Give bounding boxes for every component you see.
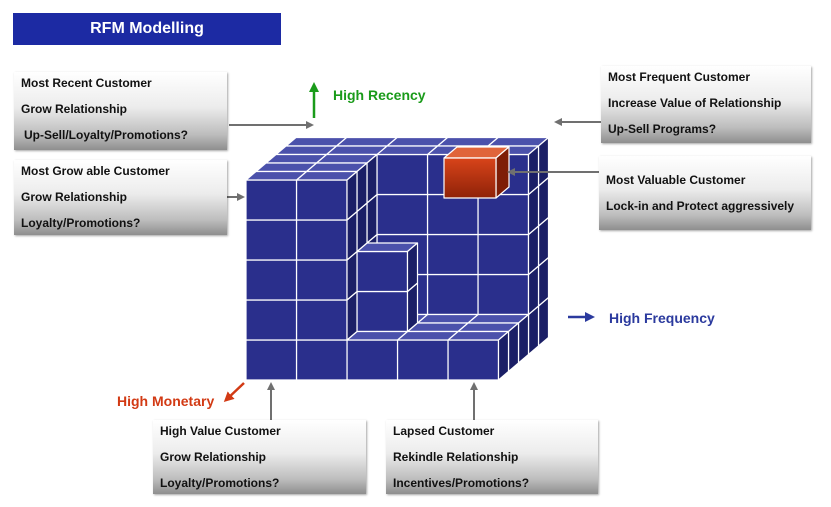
- cube-front-face: [356, 290, 409, 333]
- cube-front-face: [477, 193, 530, 236]
- cube-front-face: [295, 299, 348, 341]
- high-value-customer-box: High Value Customer Grow Relationship Lo…: [153, 420, 366, 494]
- cube-front-face: [245, 299, 298, 341]
- segment-strategy: Lock-in and Protect aggressively: [606, 199, 795, 213]
- cube-top-face: [285, 136, 348, 147]
- cube-front-face: [447, 339, 500, 381]
- most-valuable-customer-box: Most Valuable Customer Lock-in and Prote…: [599, 156, 811, 230]
- segment-strategy: Grow Relationship: [21, 190, 128, 204]
- diagram-title: RFM Modelling: [13, 13, 281, 45]
- segment-strategy: Increase Value of Relationship: [608, 96, 782, 110]
- cube-top-face: [265, 153, 328, 164]
- segment-actions: Up-Sell Programs?: [608, 122, 717, 136]
- segment-actions: Loyalty/Promotions?: [160, 476, 280, 490]
- cube-front-face: [477, 233, 530, 276]
- cube-front-face: [426, 193, 479, 236]
- high-frequency-label: High Frequency: [609, 310, 715, 326]
- cube-front-face: [295, 219, 348, 261]
- high-monetary-label: High Monetary: [117, 393, 215, 409]
- segment-strategy: Grow Relationship: [21, 102, 128, 116]
- most-valuable-cube: [443, 146, 510, 199]
- cube-front-face: [356, 250, 409, 293]
- cube-front-face: [295, 179, 348, 221]
- red-cube-front: [443, 157, 497, 199]
- segment-name: Most Valuable Customer: [606, 173, 746, 187]
- cube-top-face: [245, 170, 308, 181]
- cube-front-face: [295, 259, 348, 301]
- cube-front-face: [245, 259, 298, 301]
- cube-front-face: [376, 193, 429, 236]
- cube-front-face: [477, 273, 530, 316]
- segment-actions: Up-Sell/Loyalty/Promotions?: [24, 128, 189, 142]
- segment-name: Most Grow able Customer: [21, 164, 170, 178]
- segment-name: Lapsed Customer: [393, 424, 495, 438]
- cube-side-face: [507, 322, 520, 373]
- cube-side-face: [517, 313, 530, 364]
- most-frequent-customer-box: Most Frequent Customer Increase Value of…: [601, 66, 811, 143]
- cube-front-face: [376, 153, 429, 196]
- cube-side-face: [346, 170, 358, 221]
- segment-actions: Incentives/Promotions?: [393, 476, 530, 490]
- segment-strategy: Rekindle Relationship: [393, 450, 519, 464]
- cube-front-face: [245, 339, 298, 381]
- segment-strategy: Grow Relationship: [160, 450, 267, 464]
- cube-side-face: [356, 162, 368, 213]
- segment-actions: Loyalty/Promotions?: [21, 216, 141, 230]
- lapsed-customer-box: Lapsed Customer Rekindle Relationship In…: [386, 420, 598, 494]
- cube-front-face: [426, 273, 479, 316]
- cube-structure: [245, 136, 550, 381]
- cube-side-face: [537, 136, 550, 187]
- monetary-axis-arrow: [223, 382, 245, 403]
- segment-name: Most Frequent Customer: [608, 70, 751, 84]
- cube-side-face: [406, 242, 419, 293]
- cube-top-face: [255, 162, 318, 173]
- cube-side-face: [527, 145, 540, 196]
- connector-arrows: [223, 82, 601, 420]
- most-growable-customer-box: Most Grow able Customer Grow Relationshi…: [14, 160, 227, 235]
- cube-side-face: [497, 330, 510, 381]
- high-recency-label: High Recency: [333, 87, 426, 103]
- segment-name: Most Recent Customer: [21, 76, 152, 90]
- cube-front-face: [245, 219, 298, 261]
- cube-top-face: [275, 145, 338, 156]
- most-recent-customer-box: Most Recent Customer Grow Relationship U…: [14, 72, 227, 150]
- segment-name: High Value Customer: [160, 424, 281, 438]
- cube-front-face: [346, 339, 399, 381]
- cube-front-face: [426, 233, 479, 276]
- cube-front-face: [295, 339, 348, 381]
- cube-front-face: [396, 339, 449, 381]
- cube-front-face: [245, 179, 298, 221]
- cube-side-face: [366, 153, 378, 204]
